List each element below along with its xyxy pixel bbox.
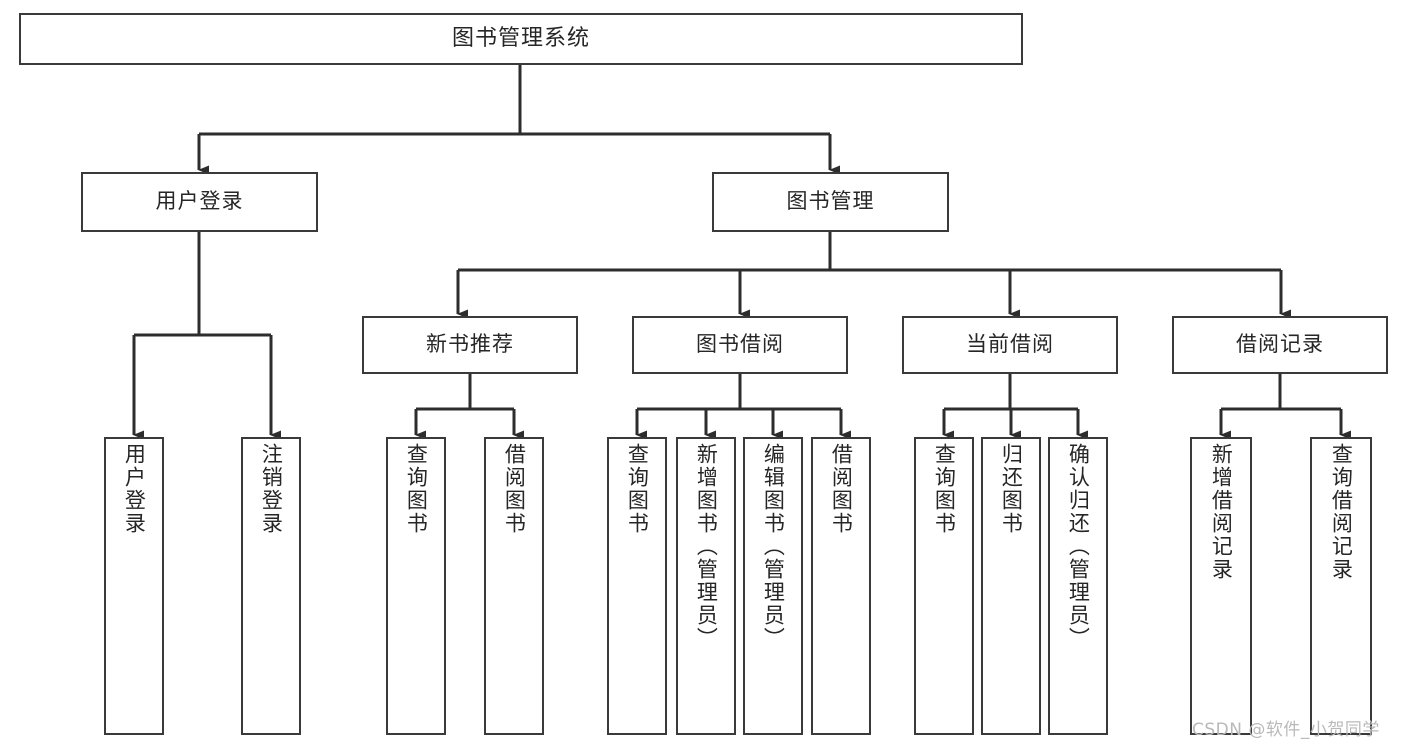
leaf-box-10[interactable]: 确认归还（管理员） [1048,437,1108,735]
level2-box-1[interactable]: 图书借阅 [632,316,848,374]
leaf-label-5: 新增图书（管理员） [694,443,719,650]
level2-box-3[interactable]: 借阅记录 [1172,316,1388,374]
csdn-watermark: CSDN @软件_小贺同学 [1192,720,1380,740]
leaf-box-7[interactable]: 借阅图书 [811,437,871,735]
leaf-box-11[interactable]: 新增借阅记录 [1190,437,1252,735]
leaf-label-1: 注销登录 [259,443,284,535]
leaf-box-0[interactable]: 用户登录 [104,437,164,735]
level1-label-0: 用户登录 [155,189,244,214]
level2-box-2[interactable]: 当前借阅 [902,316,1118,374]
leaf-label-11: 新增借阅记录 [1209,443,1234,581]
level1-label-1: 图书管理 [786,189,875,214]
leaf-label-9: 归还图书 [999,443,1024,535]
level2-label-0: 新书推荐 [426,332,514,357]
leaf-label-10: 确认归还（管理员） [1066,443,1091,650]
leaf-label-2: 查询图书 [404,443,429,535]
leaf-label-6: 编辑图书（管理员） [761,443,786,650]
leaf-label-8: 查询图书 [932,443,957,535]
leaf-box-12[interactable]: 查询借阅记录 [1310,437,1372,735]
leaf-box-9[interactable]: 归还图书 [981,437,1041,735]
root-box-0[interactable]: 图书管理系统 [19,13,1023,65]
leaf-box-3[interactable]: 借阅图书 [484,437,544,735]
leaf-box-5[interactable]: 新增图书（管理员） [676,437,736,735]
level2-label-1: 图书借阅 [696,332,784,357]
leaf-label-12: 查询借阅记录 [1329,443,1354,581]
leaf-box-1[interactable]: 注销登录 [241,437,301,735]
level2-label-3: 借阅记录 [1236,332,1324,357]
leaf-box-6[interactable]: 编辑图书（管理员） [743,437,803,735]
leaf-label-7: 借阅图书 [829,443,854,535]
level1-box-0[interactable]: 用户登录 [81,172,318,232]
level1-box-1[interactable]: 图书管理 [712,172,949,232]
leaf-label-4: 查询图书 [625,443,650,535]
leaf-label-0: 用户登录 [122,443,147,535]
leaf-box-4[interactable]: 查询图书 [607,437,667,735]
level2-box-0[interactable]: 新书推荐 [362,316,578,374]
level2-label-2: 当前借阅 [966,332,1054,357]
leaf-box-8[interactable]: 查询图书 [914,437,974,735]
leaf-label-3: 借阅图书 [502,443,527,535]
leaf-box-2[interactable]: 查询图书 [386,437,446,735]
root-label-0: 图书管理系统 [451,25,590,51]
